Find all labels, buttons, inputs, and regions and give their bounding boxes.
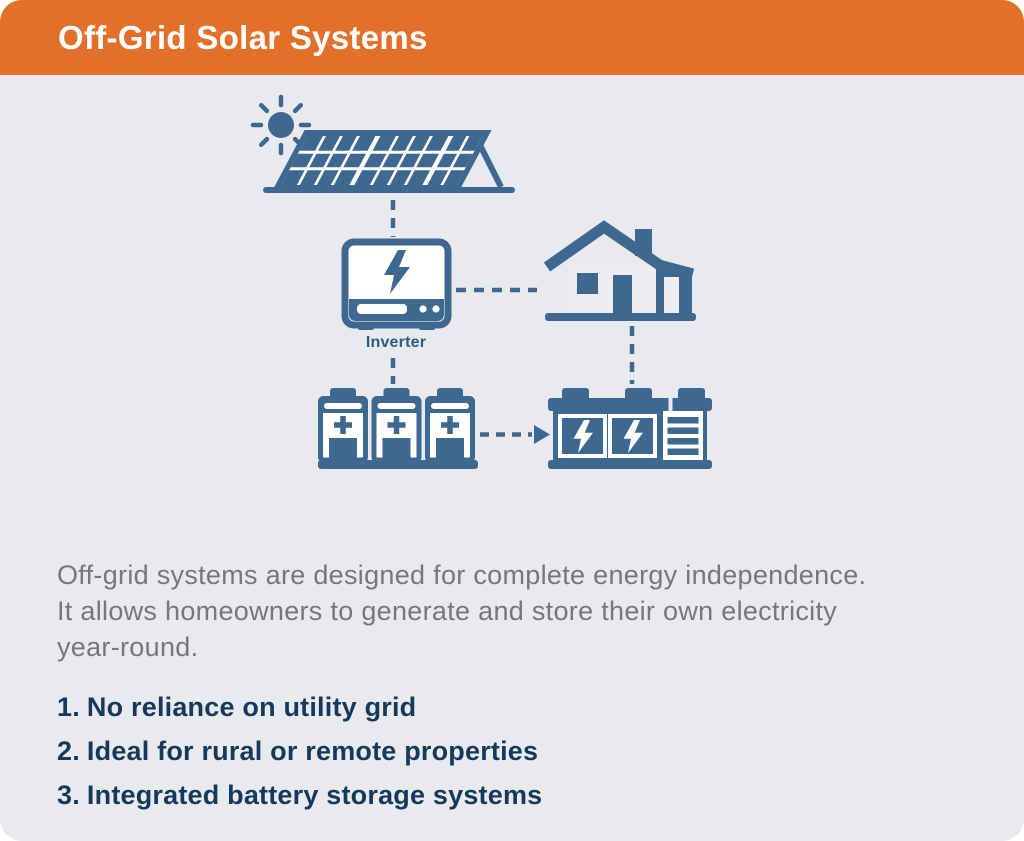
list-item-number: 2. — [57, 736, 80, 766]
lightning-bolt-icon — [623, 420, 643, 453]
battery-bank-icon — [318, 388, 478, 469]
text-section: Off-grid systems are designed for comple… — [0, 557, 1024, 817]
solar-system-diagram: Inverter — [0, 75, 1024, 545]
list-item: 1. No reliance on utility grid — [57, 685, 968, 729]
lightning-bolt-icon — [384, 250, 410, 294]
inverter-icon — [341, 238, 452, 330]
description-line: It allows homeowners to generate and sto… — [57, 596, 838, 626]
battery-cell — [371, 388, 422, 463]
list-item-text: Ideal for rural or remote properties — [86, 736, 539, 766]
list-item-number: 3. — [57, 780, 80, 810]
list-item-text: Integrated battery storage systems — [86, 780, 543, 810]
solar-panel-icon — [263, 130, 515, 193]
diagram-canvas — [250, 94, 712, 469]
page-title: Off-Grid Solar Systems — [58, 18, 428, 56]
feature-list: 1. No reliance on utility grid 2. Ideal … — [0, 685, 1024, 817]
description-paragraph: Off-grid systems are designed for comple… — [57, 557, 968, 665]
list-item-number: 1. — [57, 692, 80, 722]
inverter-label: Inverter — [365, 334, 427, 351]
battery-cell — [425, 388, 475, 463]
list-item: 3. Integrated battery storage systems — [57, 773, 968, 817]
battery-storage-icon — [548, 388, 712, 469]
header-bar: Off-Grid Solar Systems — [0, 0, 1024, 75]
dashed-connector-lines — [390, 200, 635, 384]
description-line: year-round. — [57, 632, 199, 662]
list-item: 2. Ideal for rural or remote properties — [57, 729, 968, 773]
description-line: Off-grid systems are designed for comple… — [57, 560, 867, 590]
list-item-text: No reliance on utility grid — [86, 692, 417, 722]
arrow-right-icon — [480, 425, 550, 444]
lightning-bolt-icon — [573, 420, 593, 453]
battery-cell — [318, 388, 368, 463]
house-icon — [543, 220, 696, 321]
